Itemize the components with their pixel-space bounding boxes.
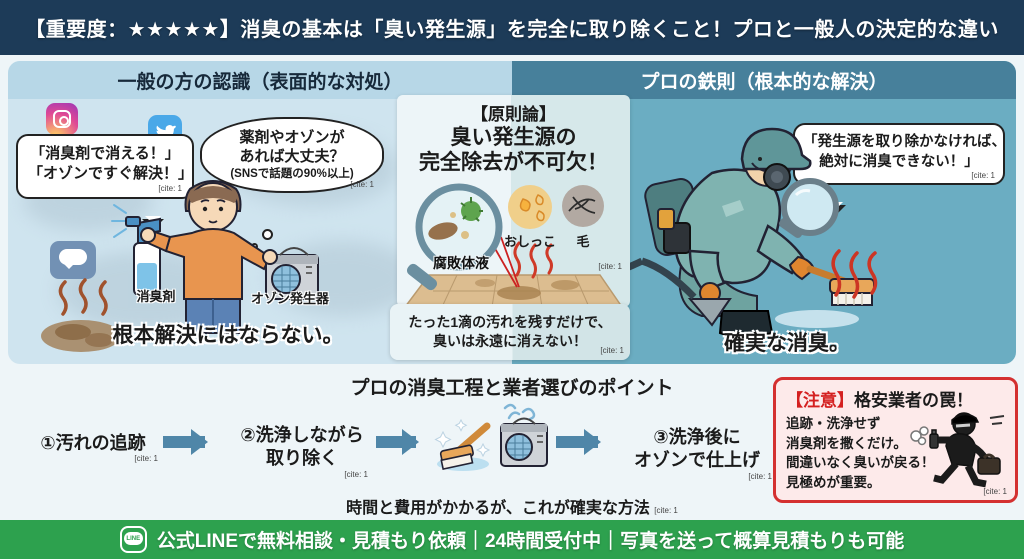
arrow-icon <box>376 429 419 455</box>
caption-line: 臭いは永遠に消えない！ <box>433 333 587 349</box>
clean-and-ozone-icons <box>434 403 548 471</box>
magnifier-label: 腐敗体液 <box>433 255 489 271</box>
right-conclusion-text: 確実な消臭。 <box>724 332 850 355</box>
step-3-line: ③洗浄後に <box>653 427 741 447</box>
thought-bubble-general: 薬剤やオゾンが あれば大丈夫？ (SNSで話題の90%以上) [cite: 1 <box>200 117 384 193</box>
instagram-icon <box>46 103 78 135</box>
process-step-3: ③洗浄後に オゾンで仕上げ [cite: 1 <box>622 426 772 481</box>
thought-dot <box>262 229 273 240</box>
thought-line: あれば大丈夫？ <box>239 147 345 165</box>
professional-worker-illustration <box>580 127 875 338</box>
citation: [cite: 1 <box>134 454 158 464</box>
arrow-icon <box>556 429 601 455</box>
warning-lines: 追跡・洗浄せず 消臭剤を撒くだけ。 間違いなく臭いが戻る！ 見極めが重要。 <box>786 414 1005 492</box>
principle-tag: 【原則論】 <box>471 105 556 124</box>
warning-line: 消臭剤を撒くだけ。 <box>786 435 907 451</box>
warning-line: 間違いなく臭いが戻る！ <box>786 455 935 471</box>
right-panel-header: プロの鉄則（根本的な解決） <box>512 61 1016 99</box>
left-conclusion-text: 根本解決にはならない。 <box>112 324 344 347</box>
thought-line: 薬剤やオゾンが <box>239 129 345 146</box>
speech-line: 絶対に消臭できない！」 <box>819 153 979 170</box>
speech-line: 「発生源を取り除かなければ、 <box>803 134 1006 150</box>
citation: [cite: 1 <box>598 262 622 271</box>
urine-label: おしっこ <box>503 234 556 249</box>
odor-stain-illustration <box>41 278 121 352</box>
citation: [cite: 1 <box>600 346 624 355</box>
left-panel-header: 一般の方の認識（表面的な対処） <box>8 61 512 99</box>
shady-contractor-illustration <box>910 412 1005 488</box>
citation: [cite: 1 <box>654 506 678 515</box>
principle-heading-line2: 完全除去が不可欠！ <box>419 151 608 175</box>
warning-title: 【注意】格安業者の罠！ <box>786 386 1005 411</box>
process-title: プロの消臭工程と業者選びのポイント <box>350 378 674 399</box>
process-note: 時間と費用がかかるが、これが確実な方法 [cite: 1 <box>0 494 1024 518</box>
comment-bubble-icon <box>50 241 96 279</box>
process-step-1: ①汚れの追跡 [cite: 1 <box>28 432 158 463</box>
principle-card: 【原則論】 臭い発生源の 完全除去が不可欠！ <box>397 95 630 308</box>
speech-bubble-general: 「消臭剤で消える！」 「オゾンですぐ解決！」 [cite: 1 <box>16 134 194 230</box>
step-3-line: オゾンで仕上げ <box>634 450 760 471</box>
principle-heading-line1: 臭い発生源の <box>450 126 577 149</box>
warning-tag: 【注意】 <box>786 391 854 410</box>
step-2-line: ②洗浄しながら <box>240 425 364 445</box>
process-step-2: ②洗浄しながら 取り除く [cite: 1 <box>236 424 368 479</box>
odor-steam-icon <box>831 249 878 299</box>
warning-box: 【注意】格安業者の罠！ 追跡・洗浄せず 消臭剤を撒くだけ。 間違いなく臭いが戻る… <box>773 377 1018 503</box>
speech-line: 「消臭剤で消える！」 <box>30 145 180 162</box>
step-2-line: 取り除く <box>266 448 338 469</box>
citation: [cite: 1 <box>748 471 772 481</box>
citation: [cite: 1 <box>971 171 995 181</box>
line-icon-label: LINE <box>126 535 141 542</box>
principle-caption: たった1滴の汚れを残すだけで、 臭いは永遠に消えない！ [cite: 1 <box>390 304 630 360</box>
line-app-icon: LINE <box>119 526 147 553</box>
header-bar: 【重要度：★★★★★】消臭の基本は「臭い発生源」を完全に取り除くこと！プロと一般… <box>0 0 1024 55</box>
page-title: 【重要度：★★★★★】消臭の基本は「臭い発生源」を完全に取り除くこと！プロと一般… <box>25 19 999 41</box>
thought-line: (SNSで話題の90%以上) <box>230 167 354 180</box>
citation: [cite: 1 <box>344 469 368 479</box>
general-person-illustration <box>111 180 319 334</box>
warning-line: 見極めが重要。 <box>786 474 881 490</box>
arrow-icon <box>163 429 208 455</box>
hair-label: 毛 <box>576 234 590 249</box>
citation: [cite: 1 <box>158 183 182 193</box>
source-inspection-illustration <box>403 183 624 308</box>
ozone-generator-label: オゾン発生器 <box>250 291 329 306</box>
speech-line: 「オゾンですぐ解決！」 <box>28 165 194 183</box>
warning-title-text: 格安業者の罠！ <box>854 391 973 410</box>
footer-bar[interactable]: LINE 公式LINEで無料相談・見積もり依頼｜24時間受付中｜写真を送って概算… <box>0 520 1024 559</box>
process-note-text: 時間と費用がかかるが、これが確実な方法 <box>346 500 650 517</box>
citation: [cite: 1 <box>983 487 1007 496</box>
spray-bottle-label: 消臭剤 <box>136 289 176 304</box>
footer-contact-text: 公式LINEで無料相談・見積もり依頼｜24時間受付中｜写真を送って概算見積もりも… <box>156 531 905 552</box>
caption-line: たった1滴の汚れを残すだけで、 <box>408 314 612 331</box>
citation: [cite: 1 <box>350 179 374 189</box>
warning-line: 追跡・洗浄せず <box>786 416 881 431</box>
step-1-label: ①汚れの追跡 <box>40 433 146 453</box>
